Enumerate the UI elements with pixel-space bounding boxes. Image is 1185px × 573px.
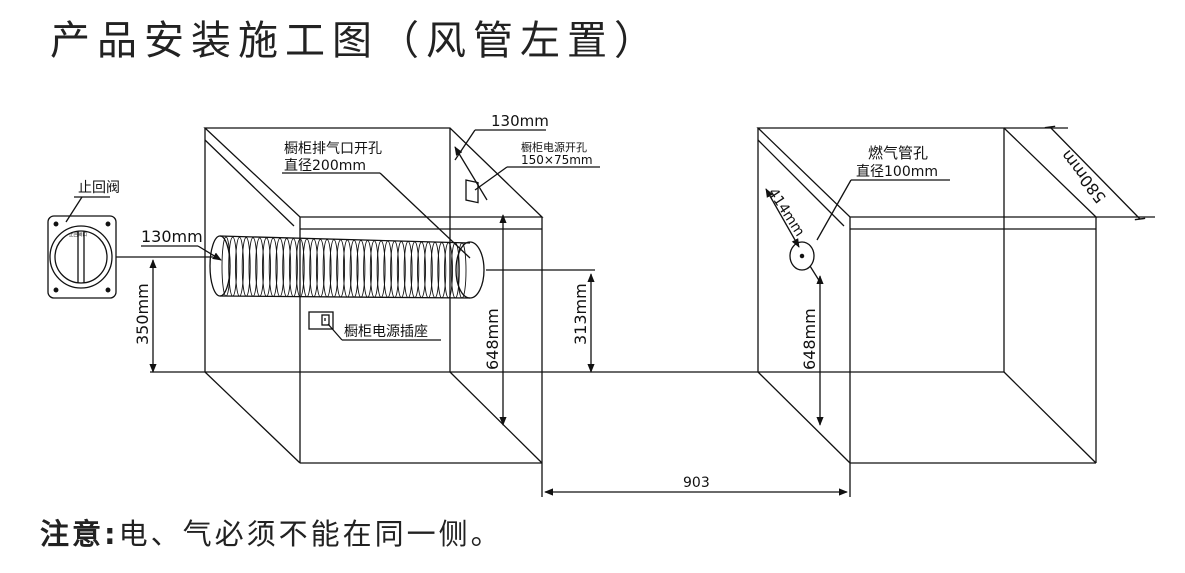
gas-hole-label-line1: 燃气管孔 xyxy=(868,144,928,162)
duct-rib xyxy=(423,241,433,299)
duct-rib xyxy=(403,241,413,299)
duct-rib xyxy=(315,238,325,298)
valve-face-text: 止回阀口 xyxy=(69,231,87,238)
duct-rib xyxy=(369,240,379,298)
duct-rib xyxy=(228,236,238,297)
duct-rib xyxy=(444,242,453,299)
duct-rib xyxy=(410,241,420,299)
duct-rib xyxy=(349,239,359,298)
duct-rib xyxy=(262,237,271,297)
top-offset-label: 130mm xyxy=(491,112,549,130)
gas-offset-label: 414mm xyxy=(765,185,808,239)
check-valve-leader xyxy=(65,196,83,223)
duct-rib xyxy=(336,239,346,298)
duct-rib xyxy=(309,238,319,298)
duct-rib xyxy=(417,241,426,299)
duct-rib xyxy=(363,240,373,298)
duct-rib xyxy=(356,239,366,298)
note-label: 注意: xyxy=(40,517,119,551)
installation-note: 注意:电、气必须不能在同一侧。 xyxy=(40,511,503,553)
duct-rib xyxy=(437,242,447,299)
duct-rib xyxy=(390,240,400,298)
flexible-duct xyxy=(209,235,485,299)
check-valve-label: 止回阀 xyxy=(78,180,120,196)
valve-height-label: 350mm xyxy=(133,283,152,345)
duct-rib xyxy=(295,238,305,298)
gas-hole-label-line2: 直径100mm xyxy=(856,163,938,180)
duct-rib xyxy=(396,241,406,298)
duct-ribs xyxy=(221,236,467,299)
duct-rib xyxy=(430,241,440,299)
power-socket xyxy=(308,311,334,330)
duct-rib xyxy=(282,238,292,297)
duct-rib xyxy=(288,238,298,297)
duct-rib xyxy=(235,236,244,297)
duct-rib xyxy=(457,242,467,299)
duct-width-label: 130mm xyxy=(141,227,203,246)
duct-height-label: 313mm xyxy=(571,283,590,345)
exhaust-hole-label-line1: 橱柜排气口开孔 xyxy=(284,141,382,157)
left-height-label: 648mm xyxy=(483,308,502,370)
duct-rib xyxy=(450,242,460,299)
socket-label: 橱柜电源插座 xyxy=(344,324,428,340)
note-text: 电、气必须不能在同一侧。 xyxy=(118,517,503,551)
duct-rib xyxy=(241,237,251,297)
check-valve xyxy=(47,215,117,299)
power-hole xyxy=(465,179,479,204)
duct-rib xyxy=(268,237,278,297)
span-label: 903 xyxy=(683,475,710,491)
depth-label: 580mm xyxy=(1057,147,1110,207)
duct-rib xyxy=(255,237,265,297)
duct-rib xyxy=(342,239,352,298)
right-height-label: 648mm xyxy=(800,308,819,370)
right-cabinet xyxy=(756,127,1098,464)
page-title: 产品安装施工图（风管左置） xyxy=(50,18,661,64)
duct-rib xyxy=(329,239,339,298)
duct-rib xyxy=(376,240,386,298)
duct-rib xyxy=(221,236,231,297)
duct-rib xyxy=(302,238,312,298)
power-hole-label-line2: 150×75mm xyxy=(521,153,593,167)
duct-rib xyxy=(248,237,258,297)
power-hole-label-line1: 橱柜电源开孔 xyxy=(521,140,587,154)
gas-pipe-hole xyxy=(789,241,815,271)
exhaust-hole-label-line2: 直径200mm xyxy=(284,157,366,174)
duct-rib xyxy=(322,239,332,298)
duct-rib xyxy=(275,237,285,297)
duct-rib xyxy=(383,240,393,298)
